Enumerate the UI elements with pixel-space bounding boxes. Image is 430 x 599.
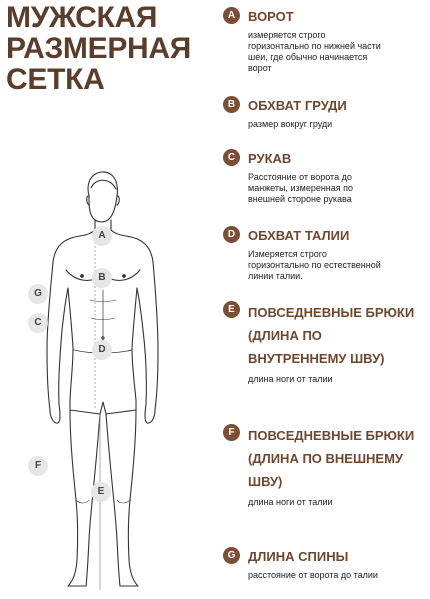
section-description: Расстояние от ворота до манжеты, измерен… bbox=[248, 172, 354, 204]
section-c: C РУКАВ Расстояние от ворота до манжеты,… bbox=[223, 149, 423, 205]
section-e: E ПОВСЕДНЕВНЫЕ БРЮКИ (ДЛИНА ПО ВНУТРЕННЕ… bbox=[223, 301, 423, 385]
badge-a: A bbox=[223, 7, 240, 24]
marker-g: G bbox=[28, 284, 48, 304]
section-title: ДЛИНА СПИНЫ bbox=[248, 549, 349, 564]
title-line-2: РАЗМЕРНАЯ bbox=[6, 32, 192, 65]
marker-a: A bbox=[92, 226, 112, 246]
title-line-1: МУЖСКАЯ bbox=[6, 1, 158, 34]
badge-f: F bbox=[223, 424, 240, 441]
marker-f: F bbox=[28, 456, 48, 476]
section-title: ВОРОТ bbox=[248, 9, 294, 24]
section-description: длина ноги от талии bbox=[248, 374, 333, 384]
section-d: D ОБХВАТ ТАЛИИ Измеряется строго горизон… bbox=[223, 226, 423, 282]
badge-e: E bbox=[223, 301, 240, 318]
section-g: G ДЛИНА СПИНЫ расстояние от ворота до та… bbox=[223, 547, 423, 581]
title-line-3: СЕТКА bbox=[6, 63, 105, 96]
badge-g: G bbox=[223, 547, 240, 564]
section-description: Измеряется строго горизонтально по естес… bbox=[248, 249, 381, 281]
section-f: F ПОВСЕДНЕВНЫЕ БРЮКИ (ДЛИНА ПО ВНЕШНЕМУ … bbox=[223, 424, 423, 508]
section-description: длина ноги от талии bbox=[248, 497, 333, 507]
page-title: МУЖСКАЯ РАЗМЕРНАЯ СЕТКА bbox=[6, 2, 191, 95]
badge-c: C bbox=[223, 149, 240, 166]
section-title: РУКАВ bbox=[248, 151, 292, 166]
section-title: ПОВСЕДНЕВНЫЕ БРЮКИ (ДЛИНА ПО ВНЕШНЕМУ ШВ… bbox=[248, 428, 415, 489]
section-a: A ВОРОТ измеряется строго горизонтально … bbox=[223, 7, 423, 74]
marker-e: E bbox=[91, 482, 111, 502]
section-title: ОБХВАТ ТАЛИИ bbox=[248, 228, 350, 243]
badge-b: B bbox=[223, 96, 240, 113]
section-description: размер вокруг груди bbox=[248, 119, 333, 129]
section-b: B ОБХВАТ ГРУДИ размер вокруг груди bbox=[223, 96, 423, 130]
section-description: расстояние от ворота до талии bbox=[248, 570, 378, 580]
section-description: измеряется строго горизонтально по нижне… bbox=[248, 30, 381, 73]
badge-d: D bbox=[223, 226, 240, 243]
section-title: ПОВСЕДНЕВНЫЕ БРЮКИ (ДЛИНА ПО ВНУТРЕННЕМУ… bbox=[248, 305, 415, 366]
section-title: ОБХВАТ ГРУДИ bbox=[248, 98, 347, 113]
marker-c: C bbox=[28, 313, 48, 333]
body-figure bbox=[46, 171, 159, 590]
marker-b: B bbox=[92, 268, 112, 288]
marker-d: D bbox=[92, 340, 112, 360]
